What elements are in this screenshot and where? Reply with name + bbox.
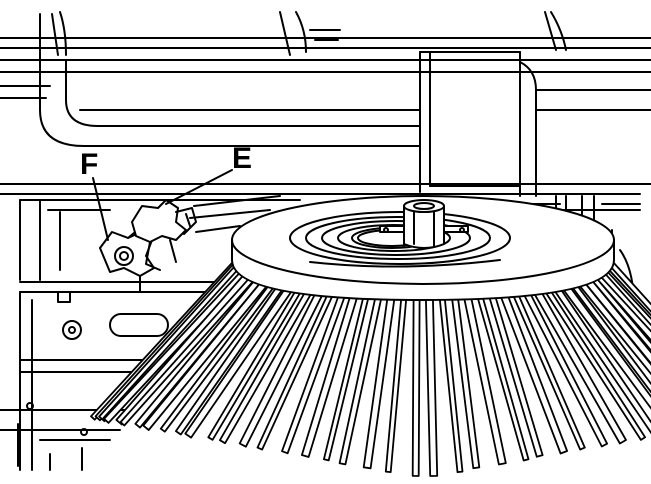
curved-duct bbox=[40, 52, 651, 196]
label-e: E bbox=[232, 142, 252, 175]
label-f: F bbox=[80, 148, 98, 181]
bristle bbox=[426, 298, 437, 476]
upper-frame bbox=[0, 12, 651, 98]
bristle bbox=[413, 298, 420, 476]
leader-line-e bbox=[166, 170, 232, 204]
